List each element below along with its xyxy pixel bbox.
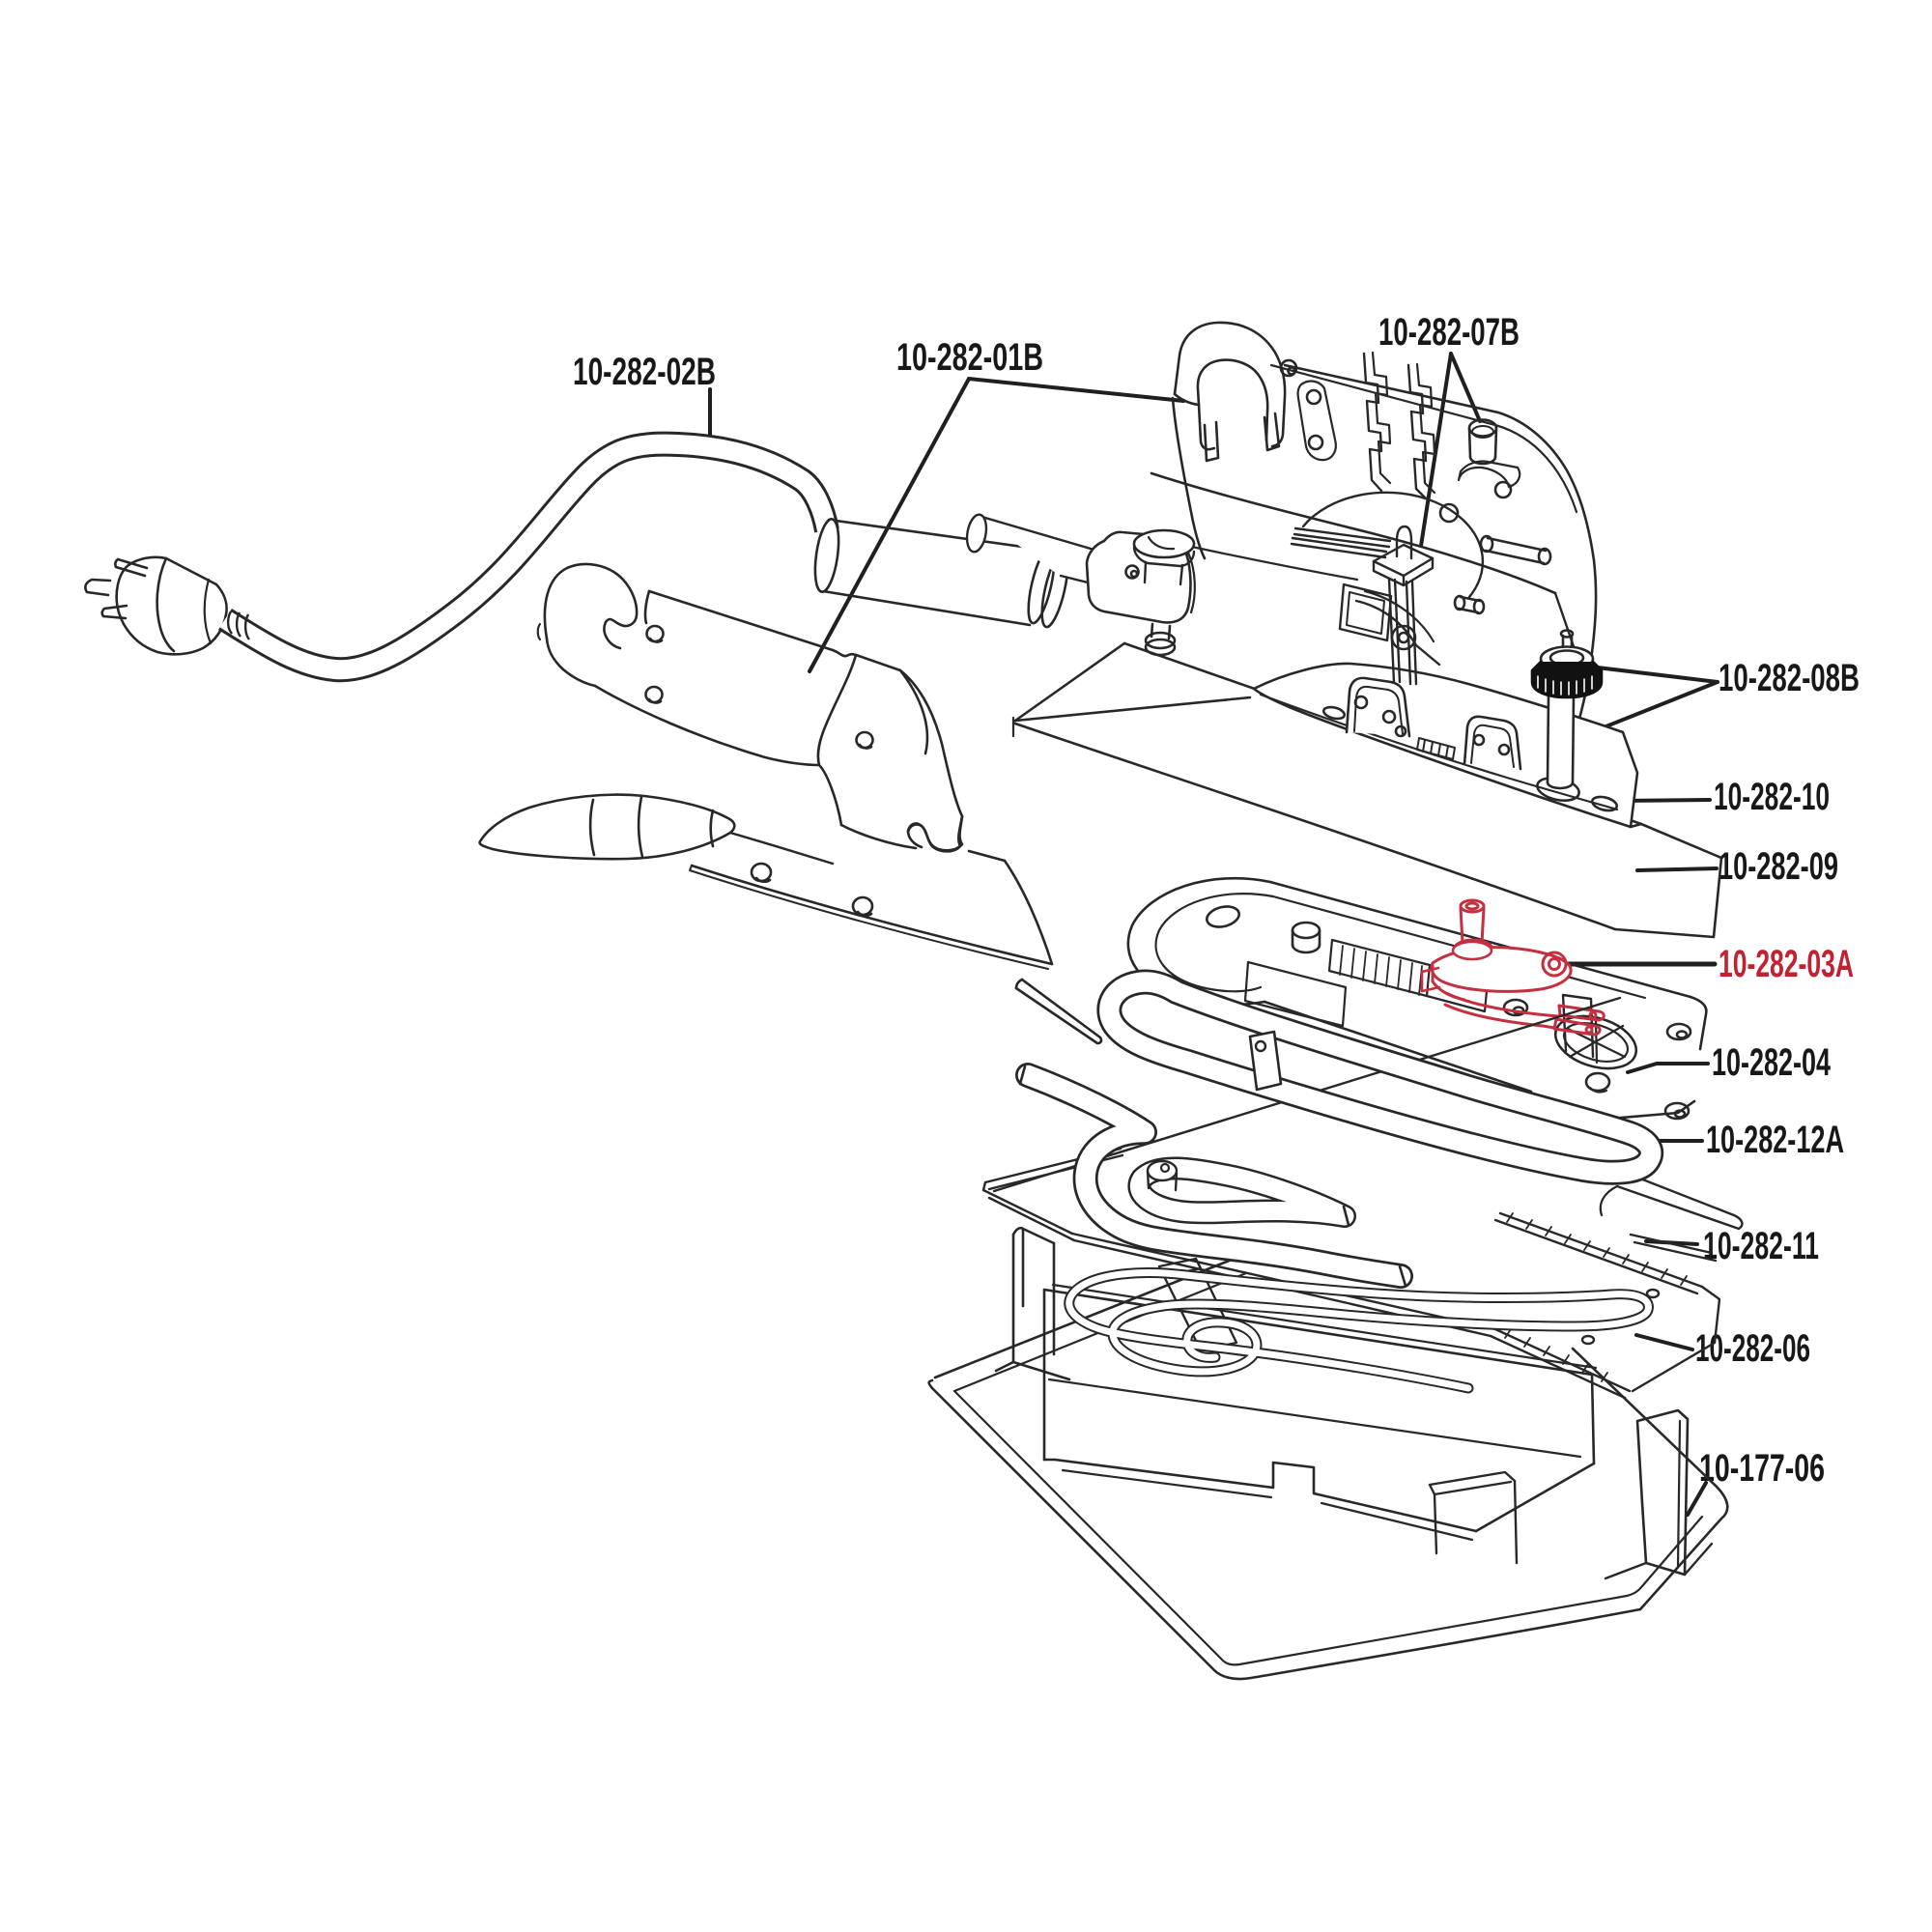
svg-text:10-282-07B: 10-282-07B (1378, 311, 1520, 354)
svg-text:10-177-06: 10-177-06 (1699, 1447, 1825, 1490)
svg-text:10-282-04: 10-282-04 (1712, 1041, 1832, 1084)
svg-text:10-282-09: 10-282-09 (1719, 845, 1838, 888)
svg-text:10-282-10: 10-282-10 (1714, 776, 1830, 818)
svg-text:10-282-12A: 10-282-12A (1706, 1119, 1844, 1161)
svg-text:10-282-02B: 10-282-02B (573, 351, 716, 393)
svg-text:10-282-03A: 10-282-03A (1719, 943, 1854, 985)
svg-text:10-282-06: 10-282-06 (1695, 1327, 1810, 1370)
svg-text:10-282-08B: 10-282-08B (1719, 657, 1860, 699)
svg-text:10-282-01B: 10-282-01B (896, 336, 1043, 379)
svg-text:10-282-11: 10-282-11 (1703, 1225, 1819, 1267)
